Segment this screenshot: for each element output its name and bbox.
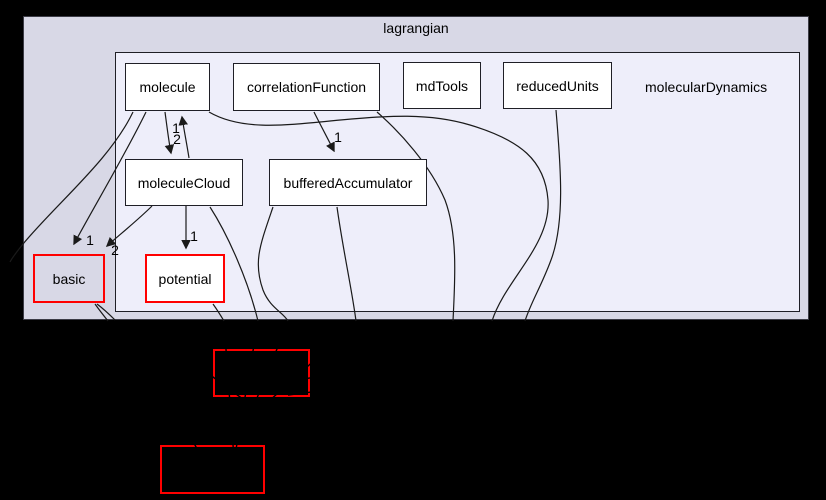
edge-label-moleculeCloud-potential: 1 <box>190 228 198 244</box>
node-potential-label: potential <box>158 270 212 287</box>
node-correlationFunction[interactable]: correlationFunction <box>233 63 380 111</box>
node-basic[interactable]: basic <box>33 254 105 303</box>
node-molecule-label: molecule <box>139 79 196 95</box>
edge-continuation <box>287 321 527 396</box>
node-bufferedAccumulator[interactable]: bufferedAccumulator <box>269 159 427 206</box>
edge-label-moleculeCloud-molecule: 2 <box>173 131 181 147</box>
node-correlationFunction-label: correlationFunction <box>246 79 367 95</box>
node-molecule[interactable]: molecule <box>125 63 210 111</box>
node-mdTools-label: mdTools <box>415 77 469 94</box>
node-moleculeCloud-label: moleculeCloud <box>137 174 231 191</box>
node-potential[interactable]: potential <box>145 254 225 303</box>
node-reducedUnits[interactable]: reducedUnits <box>503 62 612 109</box>
edge-label-molecule-basic: 1 <box>86 232 94 248</box>
edge-label-correlationFunction-bufferedAccumulator: 1 <box>334 129 342 145</box>
cluster-label-lagrangian: lagrangian <box>383 20 449 36</box>
node-mdTools[interactable]: mdTools <box>403 62 481 109</box>
node-basic-label: basic <box>52 270 86 287</box>
edge-label-moleculeCloud-basic: 2 <box>111 242 119 258</box>
cluster-label-molecularDynamics: molecularDynamics <box>645 79 768 95</box>
node-moleculeCloud[interactable]: moleculeCloud <box>125 159 243 206</box>
node-bufferedAccumulator-label: bufferedAccumulator <box>283 174 413 191</box>
node-reducedUnits-label: reducedUnits <box>516 77 599 94</box>
edge-label-molecule-moleculeCloud: 1 <box>172 120 180 136</box>
external-node-2[interactable] <box>160 445 265 494</box>
external-node-1[interactable] <box>213 349 310 397</box>
